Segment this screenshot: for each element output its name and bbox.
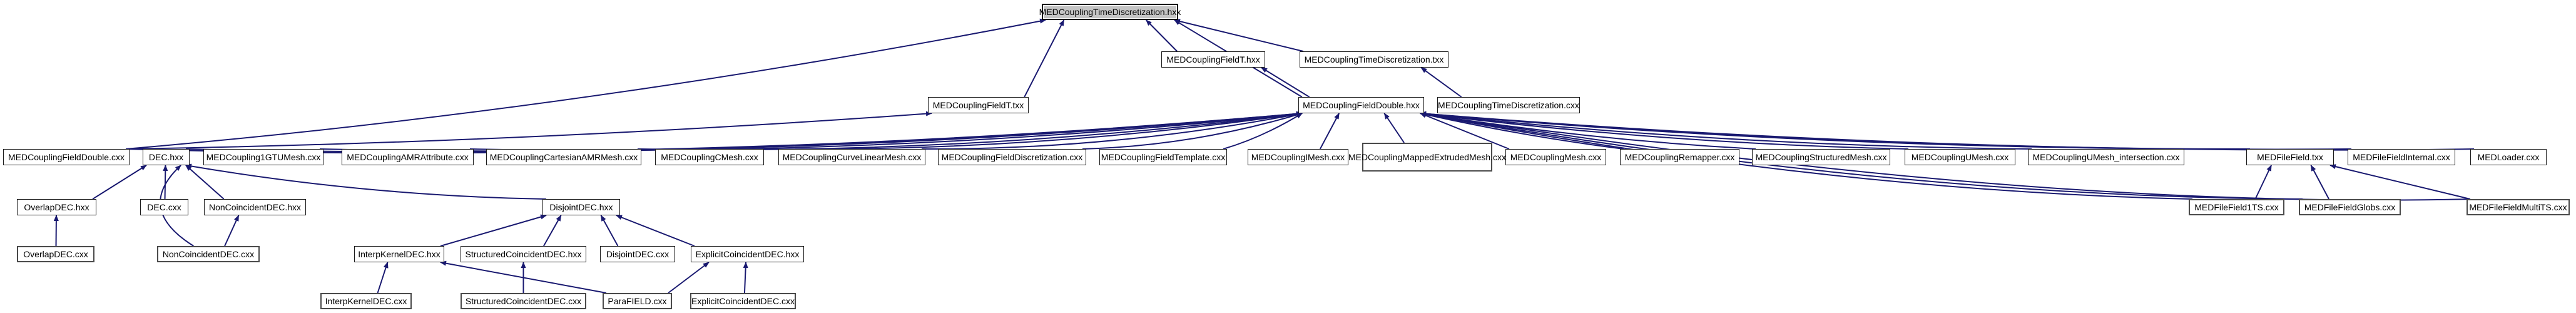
graph-node-timedisc_txx[interactable]: MEDCouplingTimeDiscretization.txx [1300, 51, 1448, 68]
edge-disjointdec_hxx-to-dec_hxx [185, 163, 547, 200]
graph-node-interpkernel_hxx[interactable]: InterpKernelDEC.hxx [354, 246, 444, 262]
graph-node-umesh[interactable]: MEDCouplingUMesh.cxx [1905, 149, 2015, 165]
edge-cartamr-to-fielddouble_hxx [637, 111, 1303, 151]
graph-node-filefieldinternal[interactable]: MEDFileFieldInternal.cxx [2348, 149, 2455, 165]
graph-node-explicitcoinc_hxx[interactable]: ExplicitCoincidentDEC.hxx [691, 246, 804, 262]
edge-fielddouble_cxx-to-fieldT_txx [125, 111, 932, 150]
edge-interpkernel_hxx-to-disjointdec_hxx [440, 214, 547, 247]
edge-fielddouble_hxx-to-fieldT_hxx [1261, 67, 1310, 98]
graph-node-fielddiscr[interactable]: MEDCouplingFieldDiscretization.cxx [938, 149, 1086, 165]
edge-fielddiscr-to-fielddouble_hxx [1082, 112, 1303, 150]
edge-explicitcoinc_cxx-to-explicitcoinc_hxx [743, 262, 748, 294]
graph-node-timedisc_cxx[interactable]: MEDCouplingTimeDiscretization.cxx [1437, 97, 1580, 113]
graph-node-overlapdec_hxx[interactable]: OverlapDEC.hxx [17, 199, 96, 215]
graph-node-amrattr[interactable]: MEDCouplingAMRAttribute.cxx [342, 149, 474, 165]
edge-fieldT_hxx-to-root [1146, 19, 1178, 52]
graph-node-structcoinc_hxx[interactable]: StructuredCoincidentDEC.hxx [461, 246, 586, 262]
edge-amrattr-to-fielddouble_hxx [469, 111, 1303, 151]
graph-node-noncoinc_hxx[interactable]: NonCoincidentDEC.hxx [204, 199, 306, 215]
graph-node-interpkernel_cxx[interactable]: InterpKernelDEC.cxx [320, 293, 412, 309]
graph-node-noncoinc_cxx[interactable]: NonCoincidentDEC.cxx [157, 246, 260, 262]
edge-ffglobs-to-filefield_txx [2310, 165, 2329, 200]
edge-noncoinc_cxx-to-noncoinc_hxx [224, 215, 240, 247]
graph-node-mesh[interactable]: MEDCouplingMesh.cxx [1505, 149, 1606, 165]
edge-mesh-to-fielddouble_hxx [1420, 113, 1510, 150]
graph-node-imesh[interactable]: MEDCouplingIMesh.cxx [1248, 149, 1348, 165]
graph-node-fielddouble_cxx[interactable]: MEDCouplingFieldDouble.cxx [3, 149, 130, 165]
edge-umesh-to-fielddouble_hxx [1420, 111, 1909, 150]
graph-node-medloader[interactable]: MEDLoader.cxx [2470, 149, 2547, 165]
graph-node-parafield[interactable]: ParaFIELD.cxx [603, 293, 672, 309]
edge-curvelinear-to-fielddouble_hxx [921, 111, 1303, 150]
edge-mappedext-to-fielddouble_hxx [1383, 113, 1405, 143]
graph-node-ffmultits[interactable]: MEDFileFieldMultiTS.cxx [2467, 199, 2570, 215]
edge-timedisc_cxx-to-timedisc_txx [1420, 67, 1462, 98]
edge-disjointdec_cxx-to-disjointdec_hxx [600, 215, 619, 247]
graph-node-fieldT_txx[interactable]: MEDCouplingFieldT.txx [928, 97, 1029, 113]
graph-node-structmesh[interactable]: MEDCouplingStructuredMesh.cxx [1752, 149, 1890, 165]
edge-fieldtemplate-to-fielddouble_hxx [1223, 113, 1303, 150]
edge-explicitcoinc_hxx-to-disjointdec_hxx [616, 215, 695, 247]
edge-ffmultits-to-filefield_txx [2329, 164, 2471, 200]
graph-node-cmesh[interactable]: MEDCouplingCMesh.cxx [655, 149, 764, 165]
graph-node-gtumesh[interactable]: MEDCoupling1GTUMesh.cxx [203, 149, 323, 165]
edge-ff1ts-to-filefield_txx [2254, 165, 2272, 200]
graph-node-dec_cxx[interactable]: DEC.cxx [140, 199, 188, 215]
edge-filefieldinternal-to-fielddouble_hxx [1420, 111, 2352, 150]
edge-imesh-to-fielddouble_hxx [1319, 113, 1340, 150]
graph-node-disjointdec_hxx[interactable]: DisjointDEC.hxx [542, 199, 620, 215]
graph-node-structcoinc_cxx[interactable]: StructuredCoincidentDEC.cxx [461, 293, 586, 309]
graph-node-curvelinear[interactable]: MEDCouplingCurveLinearMesh.cxx [778, 149, 925, 165]
edge-structcoinc_hxx-to-disjointdec_hxx [543, 215, 562, 247]
edge-noncoinc_hxx-to-dec_hxx [185, 165, 225, 200]
edge-timedisc_txx-to-root [1174, 19, 1304, 52]
graph-node-umesh_inter[interactable]: MEDCouplingUMesh_intersection.cxx [2028, 149, 2184, 165]
edge-ffglobs-to-fielddouble_hxx [1420, 111, 2303, 200]
edge-fieldT_txx-to-root [1024, 19, 1065, 98]
graph-node-dec_hxx[interactable]: DEC.hxx [143, 149, 190, 165]
edge-dec_cxx-to-dec_hxx [163, 165, 168, 200]
graph-node-fielddouble_hxx[interactable]: MEDCouplingFieldDouble.hxx [1298, 97, 1424, 113]
graph-node-ffglobs[interactable]: MEDFileFieldGlobs.cxx [2299, 199, 2401, 215]
edge-gtumesh-to-fielddouble_hxx [319, 111, 1303, 152]
edge-parafield-to-explicitcoinc_hxx [668, 262, 710, 294]
graph-node-ff1ts[interactable]: MEDFileField1TS.cxx [2189, 199, 2284, 215]
graph-node-explicitcoinc_cxx[interactable]: ExplicitCoincidentDEC.cxx [690, 293, 796, 309]
graph-node-overlapdec_cxx[interactable]: OverlapDEC.cxx [17, 246, 94, 262]
graph-node-filefield_txx[interactable]: MEDFileField.txx [2246, 149, 2334, 165]
edge-remapper-to-fielddouble_hxx [1420, 112, 1624, 150]
edge-fielddouble_cxx-to-root [125, 18, 1046, 150]
graph-node-remapper[interactable]: MEDCouplingRemapper.cxx [1620, 149, 1739, 165]
edge-interpkernel_cxx-to-interpkernel_hxx [377, 262, 389, 294]
graph-node-disjointdec_cxx[interactable]: DisjointDEC.cxx [600, 246, 675, 262]
graph-node-fieldtemplate[interactable]: MEDCouplingFieldTemplate.cxx [1099, 149, 1227, 165]
graph-node-fieldT_hxx[interactable]: MEDCouplingFieldT.hxx [1161, 51, 1265, 68]
edge-overlapdec_hxx-to-dec_hxx [92, 165, 147, 200]
graph-node-root: MEDCouplingTimeDiscretization.hxx [1039, 4, 1181, 20]
edge-ff1ts-to-fielddouble_hxx [1420, 111, 2193, 200]
edge-umesh_inter-to-fielddouble_hxx [1420, 111, 2032, 150]
graph-node-cartamr[interactable]: MEDCouplingCartesianAMRMesh.cxx [486, 149, 641, 165]
